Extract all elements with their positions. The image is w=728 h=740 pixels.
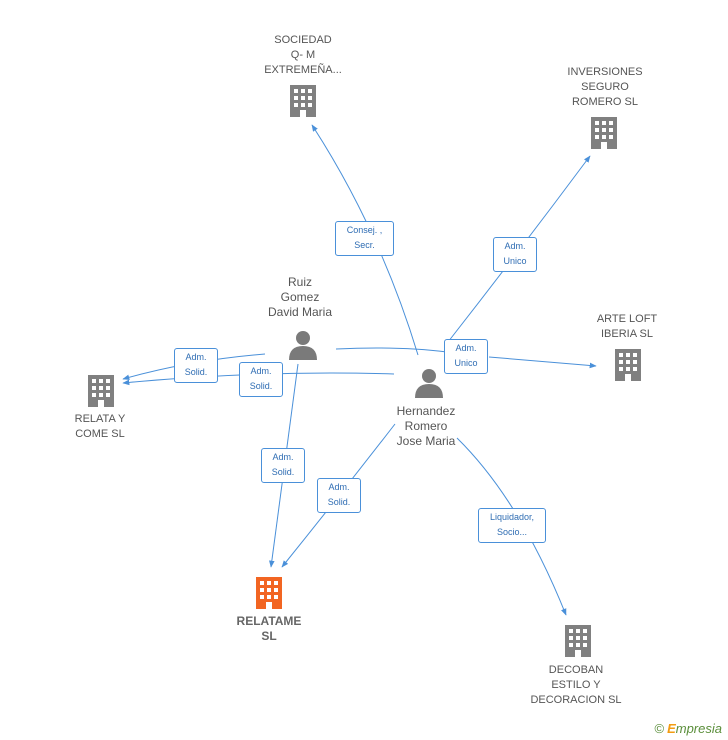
relation-label-adm-unico[interactable]: Adm. Unico <box>493 237 537 272</box>
node-label-inversiones-seguro[interactable]: INVERSIONES SEGURO ROMERO SL <box>567 66 643 108</box>
node-label-relatame[interactable]: RELATAME SL <box>236 614 302 643</box>
building-icon[interactable] <box>290 85 316 117</box>
relation-label-adm-solid[interactable]: Adm. Solid. <box>261 448 305 483</box>
building-icon[interactable] <box>591 117 617 149</box>
relation-label-consej-secr[interactable]: Consej. , Secr. <box>335 221 394 256</box>
node-label-arte-loft[interactable]: ARTE LOFT IBERIA SL <box>596 313 658 340</box>
node-label-decoban[interactable]: DECOBAN ESTILO Y DECORACION SL <box>530 664 622 706</box>
brand-e: E <box>667 721 676 736</box>
brand-logo: ©Empresia <box>654 721 722 736</box>
relation-label-adm-solid[interactable]: Adm. Solid. <box>317 478 361 513</box>
relation-label-adm-solid[interactable]: Adm. Solid. <box>174 348 218 383</box>
node-label-relata-y-come[interactable]: RELATA Y COME SL <box>74 413 126 440</box>
edge-hernandez-to-arte <box>488 356 597 369</box>
brand-name: mpresia <box>675 721 722 736</box>
focus-building-icon[interactable] <box>256 577 282 609</box>
relation-label-adm-solid[interactable]: Adm. Solid. <box>239 362 283 397</box>
relation-label-adm-unico[interactable]: Adm. Unico <box>444 339 488 374</box>
edge-ruiz-to-arte <box>335 347 448 353</box>
building-icon[interactable] <box>88 375 114 407</box>
building-icon[interactable] <box>615 349 641 381</box>
building-icon[interactable] <box>565 625 591 657</box>
node-label-ruiz-gomez[interactable]: Ruiz Gomez David Maria <box>267 275 333 319</box>
copyright-icon: © <box>654 721 665 736</box>
node-label-hernandez-romero[interactable]: Hernandez Romero Jose Maria <box>396 404 456 448</box>
node-label-sociedad-qm[interactable]: SOCIEDAD Q- M EXTREMEÑA... <box>264 34 342 76</box>
person-icon[interactable] <box>289 331 317 360</box>
person-icon[interactable] <box>415 369 443 398</box>
relation-label-liquidador-socio[interactable]: Liquidador, Socio... <box>478 508 546 543</box>
